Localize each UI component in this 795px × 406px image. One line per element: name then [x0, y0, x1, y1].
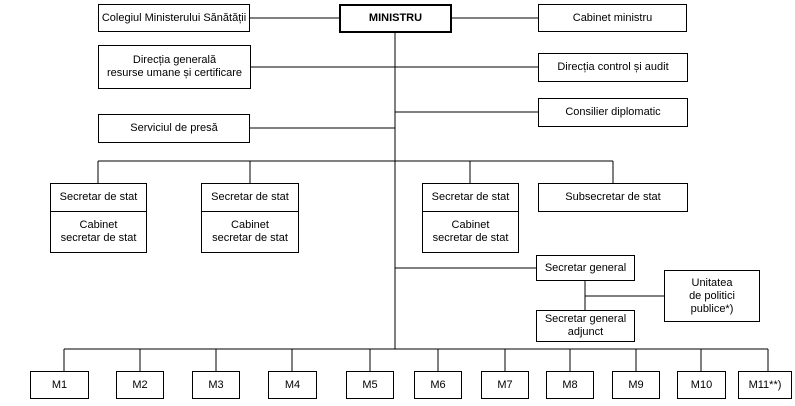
directia-generala-label: Direcția generală resurse umane și certi… — [106, 54, 243, 79]
m-unit-5-label: M5 — [362, 378, 378, 391]
m-unit-4-label: M4 — [284, 378, 301, 391]
m-unit-8-label: M8 — [562, 378, 578, 391]
secretar-stat-1-title: Secretar de stat — [59, 191, 138, 203]
consilier-label: Consilier diplomatic — [565, 106, 661, 118]
m-unit-7-label: M7 — [497, 378, 513, 391]
secretar-general-adjunct-label: Secretar general adjunct — [544, 313, 627, 338]
m-unit-3: M3 — [192, 371, 240, 399]
m-unit-9-label: M9 — [628, 378, 644, 391]
m-unit-10-label: M10 — [690, 378, 713, 391]
ministru-label: MINISTRU — [368, 12, 423, 24]
m-unit-11: M11**) — [738, 371, 792, 399]
directia-control-label: Direcția control și audit — [557, 61, 669, 73]
serviciu-presa-box: Serviciul de presă — [98, 114, 250, 143]
directia-control-box: Direcția control și audit — [538, 53, 688, 82]
secretar-general-label: Secretar general — [544, 261, 627, 274]
secretar-general-box: Secretar general — [536, 255, 635, 281]
m-unit-4: M4 — [268, 371, 317, 399]
colegiu-box: Colegiul Ministerului Sănătății — [98, 4, 250, 32]
subsecretar-box: Subsecretar de stat — [538, 183, 688, 212]
m-unit-11-label: M11**) — [748, 378, 782, 391]
m-unit-6: M6 — [414, 371, 462, 399]
serviciu-presa-label: Serviciul de presă — [130, 122, 218, 134]
m-unit-7: M7 — [481, 371, 529, 399]
m-unit-2: M2 — [116, 371, 164, 399]
m-unit-8: M8 — [546, 371, 594, 399]
secretar-stat-2-title: Secretar de stat — [211, 191, 289, 203]
unitatea-box: Unitatea de politici publice*) — [664, 270, 760, 322]
m-unit-5: M5 — [346, 371, 394, 399]
secretar-stat-3-title: Secretar de stat — [431, 191, 510, 203]
directia-generala-box: Direcția generală resurse umane și certi… — [98, 45, 251, 89]
m-unit-3-label: M3 — [208, 378, 224, 391]
secretar-stat-1-box: Secretar de stat Cabinet secretar de sta… — [50, 183, 147, 253]
m-unit-9: M9 — [612, 371, 660, 399]
m-unit-1-label: M1 — [51, 378, 68, 391]
secretar-stat-1-cabinet: Cabinet secretar de stat — [60, 219, 137, 244]
secretar-stat-3-cabinet: Cabinet secretar de stat — [432, 219, 509, 244]
m-unit-2-label: M2 — [132, 378, 148, 391]
cabinet-ministru-label: Cabinet ministru — [572, 11, 653, 24]
secretar-stat-2-box: Secretar de stat Cabinet secretar de sta… — [201, 183, 299, 253]
colegiu-label: Colegiul Ministerului Sănătății — [101, 11, 247, 24]
m-unit-1: M1 — [30, 371, 89, 399]
secretar-general-adjunct-box: Secretar general adjunct — [536, 310, 635, 342]
secretar-stat-2-cabinet: Cabinet secretar de stat — [212, 219, 288, 244]
secretar-stat-3-box: Secretar de stat Cabinet secretar de sta… — [422, 183, 519, 253]
consilier-box: Consilier diplomatic — [538, 98, 688, 127]
ministru-box: MINISTRU — [339, 4, 452, 33]
subsecretar-label: Subsecretar de stat — [565, 191, 661, 203]
m-unit-10: M10 — [677, 371, 726, 399]
unitatea-label: Unitatea de politici publice*) — [689, 276, 735, 315]
m-unit-6-label: M6 — [430, 378, 446, 391]
cabinet-ministru-box: Cabinet ministru — [538, 4, 687, 32]
